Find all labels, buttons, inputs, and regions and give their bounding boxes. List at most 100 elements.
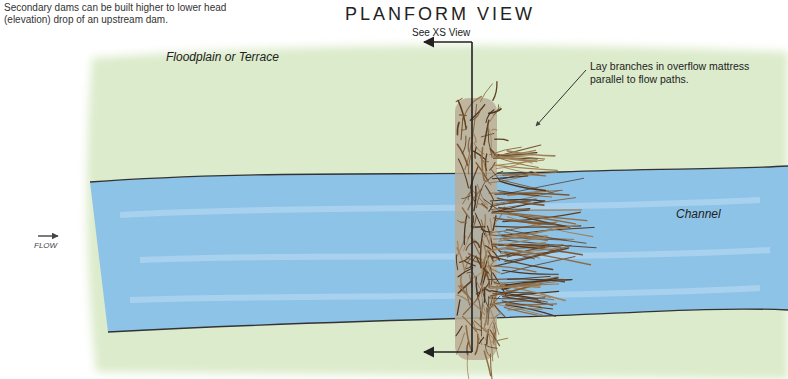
- branch-stroke: [490, 330, 499, 346]
- branch-stroke: [490, 256, 553, 270]
- branch-stroke: [475, 213, 485, 235]
- branch-stroke: [486, 110, 494, 123]
- floodplain-ground: [87, 45, 788, 379]
- branch-stroke: [489, 109, 501, 113]
- dam-core: [455, 98, 497, 360]
- leader-line: [536, 70, 586, 126]
- branch-stroke: [500, 150, 536, 154]
- branch-stroke: [456, 255, 457, 270]
- flow-arrow: [38, 235, 58, 236]
- branch-stroke: [472, 109, 480, 120]
- branch-stroke: [493, 173, 557, 176]
- branch-stroke: [471, 188, 486, 205]
- design-note: Secondary dams can be built higher to lo…: [4, 2, 244, 26]
- branch-stroke: [492, 303, 543, 315]
- branch-stroke: [490, 200, 544, 201]
- branch-stroke: [481, 303, 483, 336]
- branch-stroke: [488, 296, 489, 312]
- dam-branches: [456, 82, 596, 379]
- branch-stroke: [491, 286, 530, 296]
- branch-stroke: [473, 133, 476, 142]
- branch-stroke: [496, 199, 536, 205]
- branch-stroke: [474, 241, 480, 247]
- branch-stroke: [457, 144, 467, 165]
- branch-stroke: [482, 148, 484, 181]
- branch-stroke: [489, 172, 536, 182]
- branch-stroke: [488, 266, 536, 272]
- branch-stroke: [504, 251, 539, 258]
- branch-stroke: [484, 215, 486, 228]
- branch-stroke: [485, 186, 493, 200]
- branch-stroke: [504, 213, 587, 221]
- branch-stroke: [497, 158, 538, 168]
- branch-stroke: [472, 97, 482, 104]
- branch-stroke: [462, 196, 470, 199]
- channel-label: Channel: [676, 207, 746, 221]
- branch-stroke: [466, 242, 474, 250]
- branch-stroke: [460, 114, 467, 116]
- branch-stroke: [491, 313, 500, 319]
- branch-stroke: [461, 127, 466, 130]
- branch-stroke: [461, 118, 463, 140]
- branch-stroke: [499, 209, 581, 211]
- branch-stroke: [468, 138, 470, 152]
- branch-stroke: [505, 280, 572, 286]
- branch-stroke: [491, 267, 492, 285]
- branch-stroke: [488, 127, 491, 149]
- branch-stroke: [475, 334, 478, 354]
- branch-stroke: [457, 300, 460, 315]
- branch-stroke: [457, 241, 458, 251]
- branch-stroke: [504, 178, 584, 194]
- branch-stroke: [456, 333, 464, 354]
- branch-stroke: [508, 305, 541, 307]
- branch-stroke: [472, 303, 484, 315]
- channel-water: [90, 166, 788, 332]
- water-texture: [120, 200, 770, 300]
- branch-stroke: [504, 168, 538, 175]
- lower-bank-line: [108, 309, 788, 332]
- branch-stroke: [493, 82, 497, 101]
- branch-stroke: [506, 244, 538, 248]
- branch-stroke: [494, 105, 499, 115]
- section-reference: See XS View: [412, 27, 482, 39]
- branch-stroke: [482, 204, 487, 208]
- branch-stroke: [497, 161, 529, 169]
- branch-stroke: [488, 127, 492, 157]
- branch-stroke: [484, 317, 488, 330]
- branch-stroke: [490, 163, 495, 171]
- branch-stroke: [488, 298, 544, 299]
- branch-stroke: [507, 249, 591, 265]
- branch-stroke: [462, 136, 466, 153]
- branch-stroke: [490, 301, 541, 304]
- branch-stroke: [500, 251, 534, 258]
- branch-stroke: [465, 261, 475, 266]
- branch-stroke: [464, 215, 467, 245]
- branch-stroke: [487, 171, 503, 181]
- branch-stroke: [461, 221, 466, 223]
- branch-stroke: [500, 181, 546, 190]
- branch-stroke: [463, 316, 477, 331]
- branch-stroke: [458, 268, 473, 277]
- branch-stroke: [491, 198, 576, 210]
- section-line: [471, 42, 473, 352]
- floodplain-label: Floodplain or Terrace: [166, 50, 326, 64]
- branch-stroke: [484, 120, 489, 145]
- callout-note: Lay branches in overflow mattress parall…: [590, 60, 784, 85]
- branch-stroke: [456, 326, 462, 336]
- branch-stroke: [492, 213, 575, 224]
- branch-stroke: [480, 84, 492, 102]
- branch-stroke: [479, 337, 483, 343]
- branch-stroke: [499, 225, 578, 241]
- branch-stroke: [478, 203, 488, 209]
- branch-stroke: [484, 351, 490, 375]
- flow-label: FLOW: [34, 241, 74, 251]
- branch-stroke: [489, 243, 546, 251]
- branch-stroke: [463, 192, 471, 204]
- branch-stroke: [492, 129, 497, 130]
- view-title: PLANFORM VIEW: [330, 4, 550, 26]
- branch-stroke: [504, 237, 547, 245]
- branch-stroke: [504, 307, 537, 315]
- branch-stroke: [457, 122, 459, 134]
- branch-stroke: [461, 276, 463, 286]
